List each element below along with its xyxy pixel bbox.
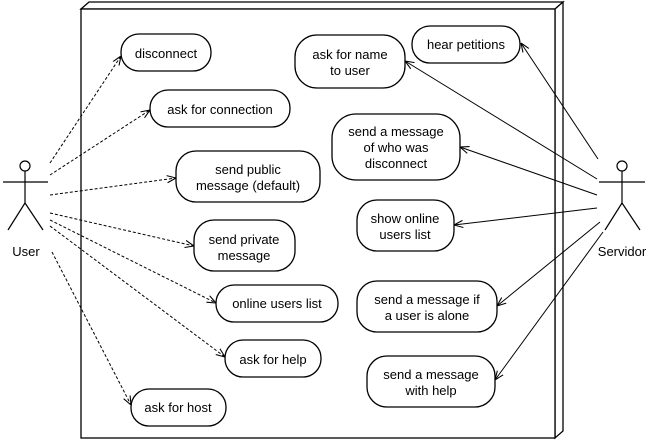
association-server-hear-petitions: [521, 43, 599, 160]
use-case-label: online users list: [232, 296, 322, 311]
server-actor: Servidor: [598, 160, 647, 259]
use-case-ask-for-connection: ask for connection: [149, 89, 291, 128]
use-case-label: users list: [379, 227, 431, 242]
server-actor-label: Servidor: [598, 244, 647, 259]
use-case-label: show online: [371, 211, 440, 226]
association-server-send-alone: [497, 221, 601, 306]
use-case-label: to user: [330, 63, 370, 78]
association-user-online-list: [49, 219, 216, 303]
use-case-label: of who was: [363, 140, 429, 155]
use-case-label: with help: [404, 383, 456, 398]
user-actor: User: [3, 160, 48, 259]
use-case-label: ask for connection: [167, 102, 273, 117]
use-case-label: send a message: [383, 367, 478, 382]
use-case-label: hear petitions: [427, 37, 506, 52]
use-case-send-alone-message: send a message if a user is alone: [356, 280, 498, 333]
association-user-ask-host: [51, 251, 131, 405]
use-case-send-help-message: send a message with help: [366, 355, 496, 408]
use-case-show-online-users: show online users list: [356, 199, 455, 252]
use-case-label: ask for host: [144, 400, 212, 415]
use-case-label: ask for name: [312, 47, 387, 62]
use-case-label: ask for help: [239, 352, 306, 367]
use-case-label: send a message if: [374, 292, 480, 307]
association-server-ask-name: [405, 61, 598, 180]
use-case-send-disconnect-message: send a message of who was disconnect: [331, 113, 461, 181]
use-case-send-private-message: send private message: [193, 219, 296, 272]
use-case-label: a user is alone: [385, 308, 470, 323]
use-case-label: send private: [209, 232, 280, 247]
use-case-disconnect: disconnect: [120, 33, 212, 72]
use-case-send-public-message: send public message (default): [175, 150, 321, 203]
association-user-disconnect: [49, 56, 121, 164]
use-case-label: send public: [215, 162, 281, 177]
association-user-send-public: [49, 178, 176, 196]
use-case-label: send a message: [348, 124, 443, 139]
association-server-show-online: [454, 207, 598, 225]
use-case-label: message (default): [196, 178, 300, 193]
use-case-ask-for-name: ask for name to user: [294, 34, 406, 89]
use-case-online-users-list: online users list: [215, 284, 339, 323]
use-case-ask-for-help: ask for help: [224, 339, 322, 378]
use-case-ask-for-host: ask for host: [130, 388, 227, 427]
user-actor-label: User: [12, 244, 40, 259]
use-case-label: disconnect: [135, 46, 198, 61]
association-server-send-disconnect: [460, 147, 598, 196]
association-server-send-help: [495, 231, 604, 380]
association-user-ask-help: [49, 225, 225, 357]
use-case-hear-petitions: hear petitions: [411, 25, 521, 64]
use-case-label: message: [218, 248, 271, 263]
use-case-label: disconnect: [365, 156, 428, 171]
